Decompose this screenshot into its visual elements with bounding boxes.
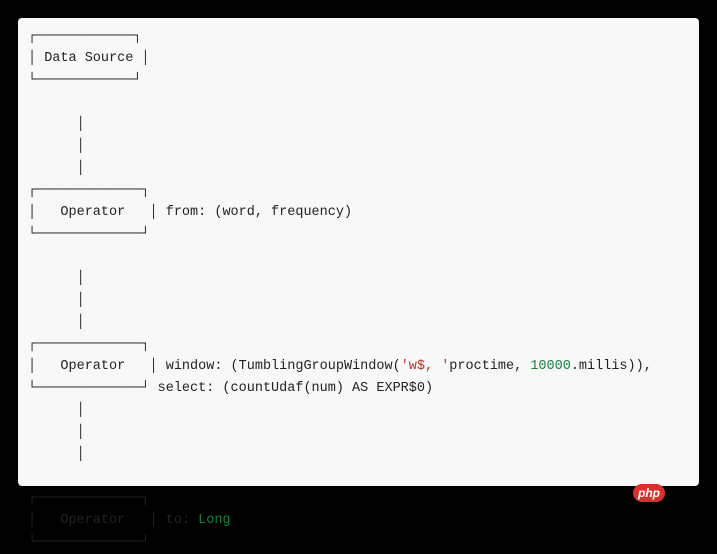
code-block: ┌────────────┐ │ Data Source │ └──────────… [18,18,699,550]
to-label: to: [165,513,199,528]
connector-line: │ [28,117,85,132]
from-clause: from: (word, frequency) [165,205,353,220]
box-bottom: └────────────┘ [28,73,142,88]
execution-plan-diagram: ┌────────────┐ │ Data Source │ └──────────… [28,26,652,554]
box-top: ┌─────────────┐ [28,491,150,506]
connector-line: │ [28,139,85,154]
data-source-box: │ Data Source │ [28,51,150,66]
php-logo-watermark: php [633,484,665,502]
to-operator-line: │ Operator │ to: Long [28,510,652,532]
box-bottom: └─────────────┘ [28,381,158,396]
connector-line: │ [28,403,85,418]
connector-line: │ [28,447,85,462]
to-type: Long [198,513,231,528]
select-operator-line: └─────────────┘ select: (countUdaf(num) … [28,378,652,400]
window-clause-end: .millis)), [570,359,652,374]
from-operator-line: │ Operator │ from: (word, frequency) [28,202,652,224]
box-top: ┌─────────────┐ [28,183,150,198]
box-top: ┌────────────┐ [28,29,142,44]
connector-line: │ [28,293,85,308]
connector-line: │ [28,425,85,440]
blank-line [28,92,652,114]
operator-box: │ Operator │ [28,513,166,528]
window-alias-string: 'w$, ' [400,359,450,374]
operator-box: │ Operator │ [28,205,166,220]
box-top: ┌─────────────┐ [28,337,150,352]
connector-line: │ [28,315,85,330]
connector-line: │ [28,161,85,176]
box-bottom: └─────────────┘ [28,535,150,550]
select-clause: select: (countUdaf(num) AS EXPR$0) [157,381,434,396]
window-operator-line: │ Operator │ window: (TumblingGroupWindo… [28,356,652,378]
box-bottom: └─────────────┘ [28,227,150,242]
window-size-number: 10000 [530,359,571,374]
connector-line: │ [28,271,85,286]
window-clause: window: (TumblingGroupWindow( [165,359,401,374]
blank-line [28,466,652,488]
operator-box: │ Operator │ [28,359,166,374]
blank-line [28,246,652,268]
window-clause-field: proctime, [449,359,531,374]
